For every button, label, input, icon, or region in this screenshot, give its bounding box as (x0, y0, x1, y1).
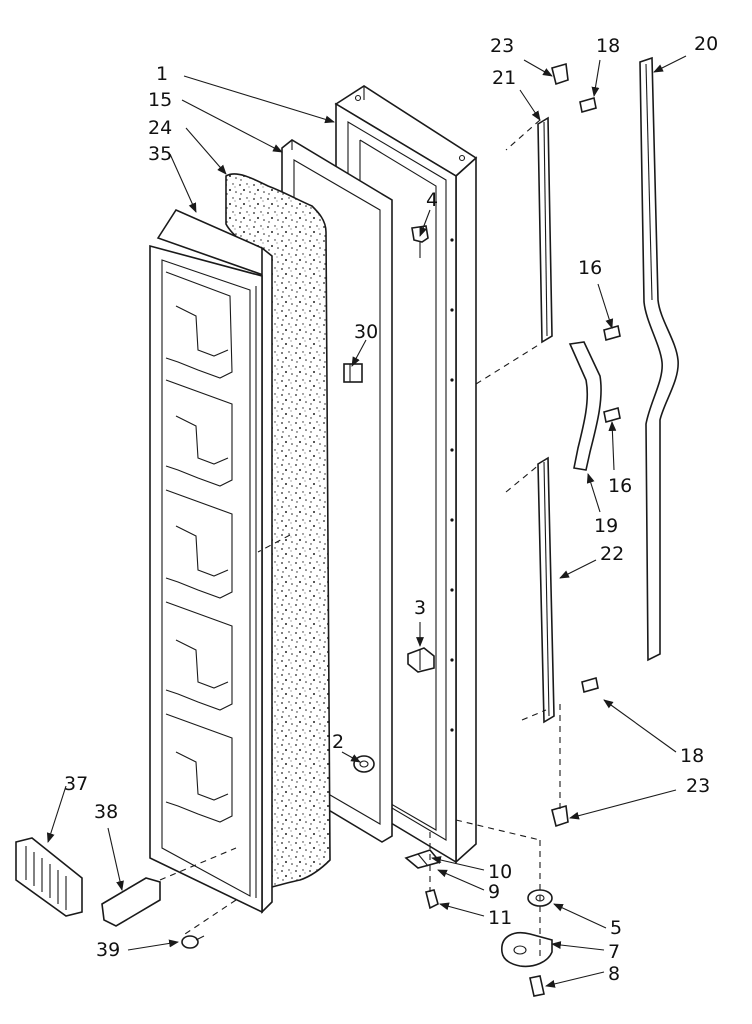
label-35: 35 (148, 143, 172, 165)
label-38: 38 (94, 801, 118, 823)
liner-shelves (165, 271, 233, 823)
label-9: 9 (488, 881, 500, 903)
assembly-dash-lines (159, 119, 561, 958)
label-4: 4 (426, 189, 438, 211)
label-18-bottom: 18 (680, 745, 704, 767)
screw-11 (425, 889, 439, 910)
panel-screw-holes (450, 238, 454, 732)
upper-trim-rail (537, 116, 553, 344)
label-7: 7 (608, 941, 620, 963)
cover-38 (101, 877, 161, 927)
label-19: 19 (594, 515, 618, 537)
end-cap-23-top (551, 62, 569, 86)
label-15: 15 (148, 89, 172, 111)
label-37: 37 (64, 773, 88, 795)
label-21: 21 (492, 67, 516, 89)
label-8: 8 (608, 963, 620, 985)
label-20: 20 (694, 33, 718, 55)
label-30: 30 (354, 321, 378, 343)
label-11: 11 (488, 907, 512, 929)
hinge-7 (501, 932, 553, 968)
label-16-top: 16 (578, 257, 602, 279)
lower-trim-rail (537, 456, 555, 724)
label-23-top: 23 (490, 35, 514, 57)
part-labels: 1 15 24 35 23 21 18 20 4 30 16 16 19 22 … (64, 33, 718, 985)
end-cap-23-bottom (551, 804, 569, 828)
label-5: 5 (610, 917, 622, 939)
screw-39 (181, 935, 205, 949)
screw-16-bottom (603, 406, 621, 424)
label-2: 2 (332, 731, 344, 753)
label-39: 39 (96, 939, 120, 961)
clip-30 (343, 363, 363, 383)
door-liner (149, 208, 273, 914)
label-23-bottom: 23 (686, 775, 710, 797)
bracket-3 (407, 647, 435, 673)
label-22: 22 (600, 543, 624, 565)
handle-19 (568, 341, 602, 471)
screw-8 (529, 975, 545, 997)
label-16-bottom: 16 (608, 475, 632, 497)
leader-lines (46, 55, 687, 988)
label-3: 3 (414, 597, 426, 619)
screw-16-top (603, 324, 621, 342)
handle-strip (639, 56, 679, 662)
vent-grille-37 (15, 837, 83, 917)
screw-18-top (579, 96, 597, 114)
label-18-top: 18 (596, 35, 620, 57)
label-1: 1 (156, 63, 168, 85)
screw-18-bottom (581, 676, 599, 694)
bushing-2 (353, 755, 375, 773)
label-10: 10 (488, 861, 512, 883)
label-24: 24 (148, 117, 172, 139)
